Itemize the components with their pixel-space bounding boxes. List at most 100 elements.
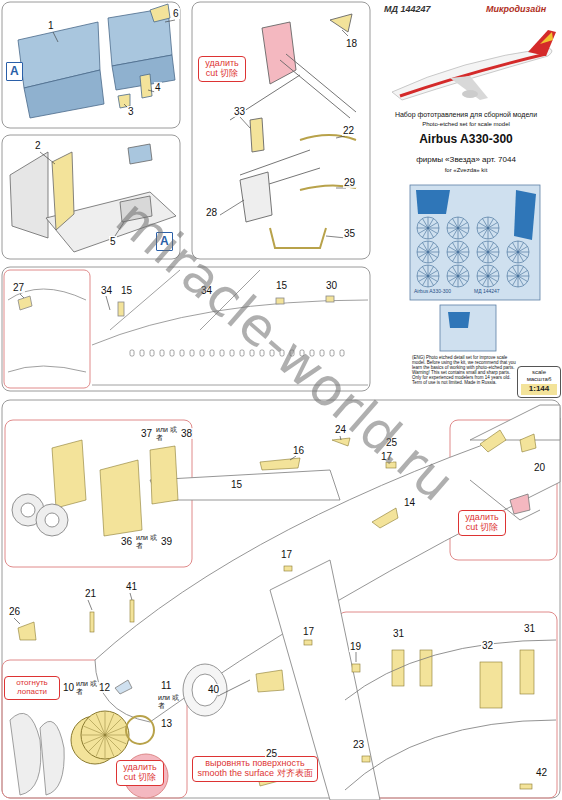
callout-number: 25: [265, 748, 278, 759]
fan-blade: [447, 228, 458, 229]
fan-blade: [428, 241, 429, 252]
fan-blade: [488, 252, 489, 263]
window: [140, 350, 144, 356]
callout-number: 19: [349, 641, 362, 652]
fan-blank: [477, 265, 499, 287]
fan-blade: [458, 276, 469, 277]
fan-blade: [428, 276, 439, 277]
window: [180, 350, 184, 356]
window: [230, 350, 234, 356]
scale-box: scale масштаб1:144: [517, 366, 561, 398]
fan-blank: [507, 241, 529, 263]
callout-number: 12: [98, 682, 111, 693]
label-text: Airbus A330-300: [414, 289, 451, 295]
fan-blade: [518, 252, 524, 262]
fan-blade: [458, 271, 468, 277]
fan-blade: [453, 242, 459, 252]
window: [210, 350, 214, 356]
fan-blade: [428, 228, 439, 229]
callout-number: 15: [275, 280, 288, 291]
fan-blank: [447, 217, 469, 239]
window: [170, 350, 174, 356]
alternative-note: или 或者: [156, 426, 178, 441]
blade: [84, 735, 105, 744]
fan-blade: [478, 228, 488, 234]
fan-blade: [428, 276, 434, 286]
fan-blade: [488, 228, 494, 238]
fan-blade: [488, 247, 498, 253]
fan-blade: [488, 276, 499, 277]
note-text: удалить cut 切除: [462, 513, 502, 533]
fan-blade: [488, 228, 489, 239]
fan-blade: [458, 241, 459, 252]
callout-number: 20: [533, 462, 546, 473]
callout-number: 13: [160, 718, 173, 729]
fan-blade: [518, 265, 519, 276]
fan-blade: [448, 252, 458, 258]
fan-blade: [518, 276, 519, 287]
fan-blade: [458, 228, 464, 238]
fan-blade: [477, 228, 488, 229]
fan-blank: [417, 241, 439, 263]
fan-blade: [518, 252, 519, 263]
fan-blade: [488, 217, 489, 228]
callout-number: 27: [12, 282, 25, 293]
fan-blade: [458, 252, 464, 262]
callout-number: 37: [140, 428, 153, 439]
fan-blade: [417, 276, 428, 277]
fan-blade: [513, 242, 519, 252]
fan-blade: [458, 276, 459, 287]
fan-blade: [418, 252, 428, 258]
fan-blade: [417, 228, 428, 229]
window: [200, 350, 204, 356]
fan-blank: [417, 217, 439, 239]
fan-blank: [477, 241, 499, 263]
fan-blade: [428, 252, 434, 262]
fan-blade: [488, 271, 498, 277]
fan-blade: [483, 242, 489, 252]
callout-number: 31: [392, 628, 405, 639]
callout-number: 40: [207, 684, 220, 695]
fan-blade: [428, 228, 434, 238]
fan-blade: [423, 266, 429, 276]
blade: [105, 726, 126, 735]
fan-blade: [507, 252, 518, 253]
landing-gear: [230, 14, 356, 248]
callout-number: 35: [343, 228, 356, 239]
callout-number: 22: [342, 125, 355, 136]
fan-blade: [458, 223, 468, 229]
fan-blade: [458, 247, 468, 253]
callout-number: 32: [481, 640, 494, 651]
callout-number: 10: [62, 682, 75, 693]
engine-fans: [10, 711, 168, 798]
blade: [105, 719, 121, 735]
fan-blade: [423, 242, 429, 252]
callout-number: 18: [345, 38, 358, 49]
fan-blade: [507, 276, 518, 277]
callout-number: 17: [280, 549, 293, 560]
fan-blade: [448, 228, 458, 234]
fan-blade: [428, 265, 429, 276]
label-text: МД 144247: [474, 289, 500, 295]
fan-blade: [508, 276, 518, 282]
callout-number: 33: [233, 106, 246, 117]
cut-note: удалить cut 切除: [116, 760, 164, 786]
photo-etch-fret: [410, 185, 540, 351]
fan-blade: [488, 241, 489, 252]
callout-number: 16: [292, 445, 305, 456]
callout-number: 23: [352, 739, 365, 750]
view-marker: A: [6, 62, 23, 81]
callout-number: 30: [325, 280, 338, 291]
label-text: Photo-etched set for scale model: [375, 121, 557, 128]
fan-blade: [488, 228, 499, 229]
fan-blade: [518, 241, 519, 252]
callout-number: 11: [160, 680, 172, 691]
label-text: Микродизайн: [486, 5, 546, 15]
fan-blank: [477, 217, 499, 239]
callout-number: 4: [154, 82, 162, 93]
fan-blank: [447, 241, 469, 263]
callout-number: 2: [34, 140, 42, 151]
label-text: МД 144247: [384, 5, 431, 15]
fan-blade: [418, 276, 428, 282]
